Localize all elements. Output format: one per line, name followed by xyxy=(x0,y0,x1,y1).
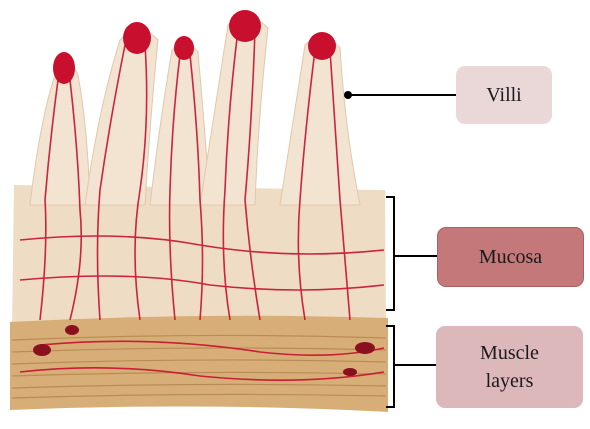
muscle-label-line1: Muscle xyxy=(480,339,539,367)
villus xyxy=(280,37,360,205)
muscle-layers-label: Muscle layers xyxy=(436,326,583,408)
mucosa-label: Mucosa xyxy=(437,227,584,287)
mucosa-bracket xyxy=(386,197,394,310)
mucosa-label-text: Mucosa xyxy=(479,243,542,271)
villus xyxy=(150,43,210,205)
villus xyxy=(30,63,90,206)
intestinal-tissue-illustration xyxy=(10,10,388,412)
villi-label: Villi xyxy=(456,66,552,124)
mucosa-layer xyxy=(12,185,386,330)
villi-pointer-dot xyxy=(344,91,352,99)
villi-label-text: Villi xyxy=(486,81,521,109)
muscle-label-line2: layers xyxy=(480,367,539,395)
villus xyxy=(200,17,268,205)
